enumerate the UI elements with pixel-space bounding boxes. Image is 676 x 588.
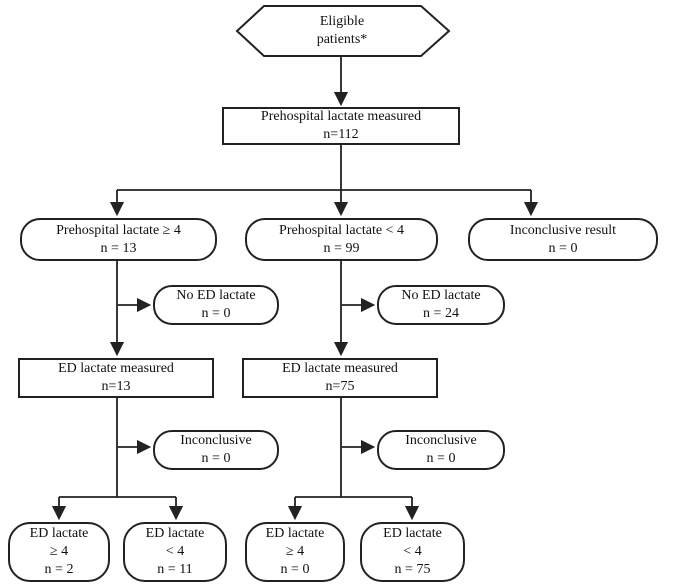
node-count: n = 13 — [100, 240, 137, 256]
node-count: n = 99 — [323, 240, 360, 256]
node-inconclusive-left: Inconclusive n = 0 — [153, 430, 279, 470]
node-label: ≥ 4 — [49, 544, 69, 559]
node-label: Inconclusive result — [509, 222, 617, 238]
node-label: Inconclusive — [180, 433, 252, 448]
node-no-ed-lactate-left: No ED lactate n = 0 — [153, 285, 279, 325]
node-prehospital-lactate-measured: Prehospital lactate measured n=112 — [222, 107, 460, 145]
node-label: Eligible — [319, 14, 365, 29]
node-label: ED lactate — [383, 526, 442, 541]
node-ed-lactate-measured-left: ED lactate measured n=13 — [18, 358, 214, 398]
node-label: ED lactate measured — [282, 361, 398, 376]
node-label: Prehospital lactate measured — [260, 109, 422, 124]
node-label: Prehospital lactate < 4 — [279, 222, 404, 238]
node-count: n = 11 — [157, 562, 193, 577]
node-ed-lactate-measured-right: ED lactate measured n=75 — [242, 358, 438, 398]
node-inconclusive-result: Inconclusive result n = 0 — [468, 218, 658, 261]
node-label: < 4 — [403, 544, 422, 559]
node-eligible-patients: Eligible patients* — [239, 6, 445, 56]
node-ed-lactate-lt-4-right: ED lactate < 4 n = 75 — [360, 522, 465, 582]
node-inconclusive-right: Inconclusive n = 0 — [377, 430, 505, 470]
node-no-ed-lactate-right: No ED lactate n = 24 — [377, 285, 505, 325]
node-label: Inconclusive — [405, 433, 477, 448]
node-count: n = 2 — [44, 562, 74, 577]
node-count: n = 75 — [394, 562, 431, 577]
node-ed-lactate-ge-4-right: ED lactate ≥ 4 n = 0 — [245, 522, 345, 582]
node-count: n = 0 — [201, 451, 231, 466]
node-prehospital-lactate-ge-4: Prehospital lactate ≥ 4 n = 13 — [20, 218, 217, 261]
node-label: ED lactate — [145, 526, 205, 541]
node-label: ≥ 4 — [285, 544, 305, 559]
node-label: < 4 — [165, 544, 185, 559]
node-count: n=13 — [101, 379, 131, 394]
node-prehospital-lactate-lt-4: Prehospital lactate < 4 n = 99 — [245, 218, 438, 261]
node-label: ED lactate — [29, 526, 89, 541]
node-label: No ED lactate — [176, 288, 256, 303]
node-count: n = 24 — [423, 306, 459, 321]
node-ed-lactate-ge-4-left: ED lactate ≥ 4 n = 2 — [8, 522, 110, 582]
node-label: patients* — [316, 32, 368, 47]
node-count: n = 0 — [548, 240, 578, 256]
node-count: n = 0 — [280, 562, 310, 577]
node-label: ED lactate measured — [58, 361, 174, 376]
node-label: ED lactate — [265, 526, 325, 541]
node-ed-lactate-lt-4-left: ED lactate < 4 n = 11 — [123, 522, 227, 582]
node-count: n = 0 — [426, 451, 456, 466]
node-label: No ED lactate — [401, 288, 481, 303]
node-count: n=112 — [323, 127, 359, 142]
node-count: n=75 — [325, 379, 355, 394]
node-count: n = 0 — [201, 306, 231, 321]
hexagon-shape — [235, 5, 451, 57]
node-label: Prehospital lactate ≥ 4 — [56, 222, 181, 238]
